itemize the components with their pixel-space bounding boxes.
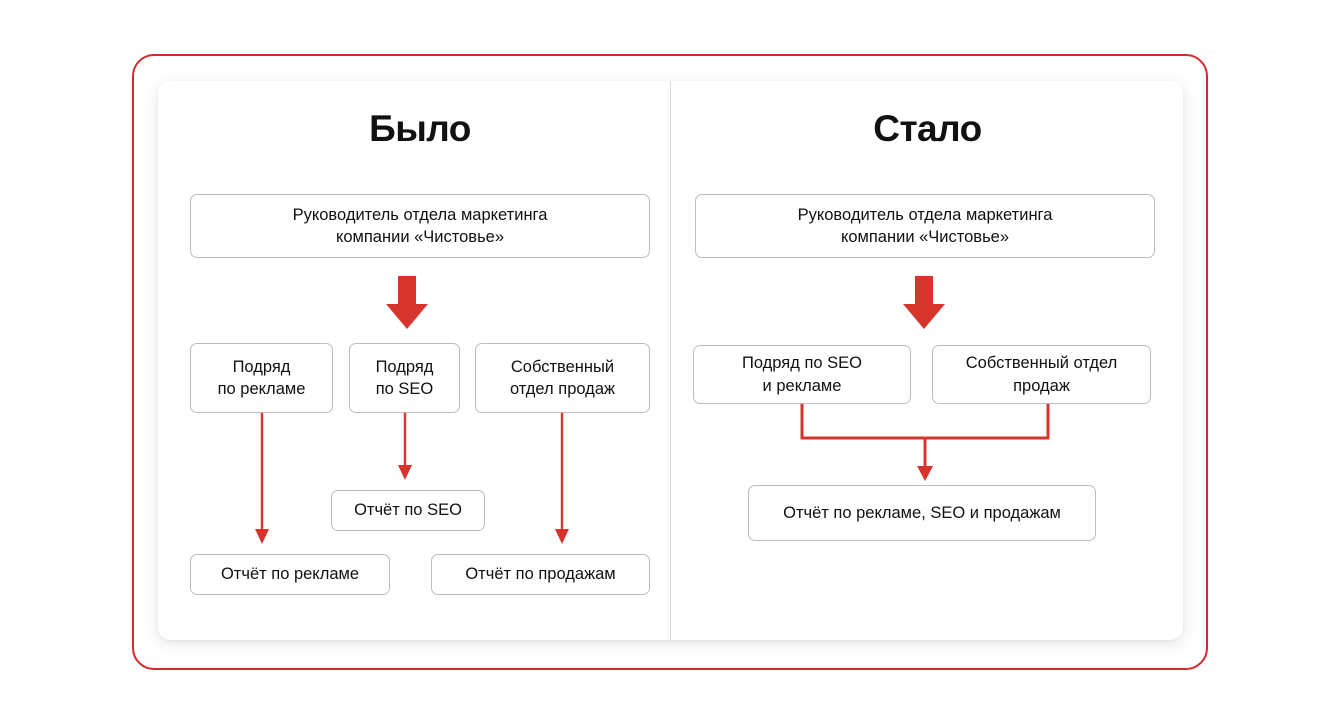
- node-left-sales-line1: Собственный: [510, 357, 615, 376]
- node-left-seo-contractor: Подряд по SEO: [349, 343, 460, 413]
- node-left-sales-dept: Собственный отдел продаж: [475, 343, 650, 413]
- node-left-report-seo: Отчёт по SEO: [331, 490, 485, 531]
- down-block-arrow-right-icon: [902, 276, 946, 330]
- node-right-sales-line1: Собственный отдел: [965, 354, 1118, 373]
- down-thin-arrow-seo-icon: [393, 413, 417, 481]
- node-right-sales-line2: продаж: [1013, 376, 1070, 395]
- node-left-report-sales: Отчёт по продажам: [431, 554, 650, 595]
- node-right-sales-dept: Собственный отдел продаж: [932, 345, 1151, 404]
- down-block-arrow-left-icon: [385, 276, 429, 330]
- node-left-sales-line2: отдел продаж: [509, 380, 616, 398]
- panel-title-after: Стало: [873, 108, 982, 149]
- down-thin-arrow-ad-icon: [250, 413, 274, 545]
- node-left-report-sales-label: Отчёт по продажам: [465, 565, 616, 584]
- node-right-seo-line1: Подряд по SEO: [742, 354, 862, 373]
- node-left-report-seo-label: Отчёт по SEO: [354, 501, 462, 520]
- node-right-head-line1: Руководитель отдела маркетинга: [797, 205, 1053, 224]
- node-right-seo-ad-contractor: Подряд по SEO и рекламе: [693, 345, 911, 404]
- panel-divider: [670, 81, 671, 640]
- node-left-ad-line1: Подряд: [232, 357, 291, 376]
- node-left-seo-line1: Подряд: [375, 357, 434, 376]
- node-right-report-combined: Отчёт по рекламе, SEO и продажам: [748, 485, 1096, 541]
- merge-bracket-connector-icon: [790, 404, 1060, 482]
- node-left-seo-line2: по SEO: [375, 380, 434, 398]
- node-left-head: Руководитель отдела маркетинга компании …: [190, 194, 650, 258]
- node-right-seo-line2: и рекламе: [762, 376, 842, 395]
- node-left-ad-contractor: Подряд по рекламе: [190, 343, 333, 413]
- panel-title-before: Было: [369, 108, 471, 149]
- down-thin-arrow-sales-icon: [550, 413, 574, 545]
- outer-red-frame: [132, 54, 1208, 670]
- node-left-head-line2: компании «Чистовье»: [335, 228, 505, 246]
- node-left-report-ad: Отчёт по рекламе: [190, 554, 390, 595]
- node-right-head-line2: компании «Чистовье»: [840, 228, 1010, 246]
- node-left-head-line1: Руководитель отдела маркетинга: [292, 205, 548, 224]
- node-left-ad-line2: по рекламе: [217, 380, 306, 398]
- node-right-head: Руководитель отдела маркетинга компании …: [695, 194, 1155, 258]
- node-right-report-combined-label: Отчёт по рекламе, SEO и продажам: [783, 503, 1061, 522]
- node-left-report-ad-label: Отчёт по рекламе: [220, 565, 360, 584]
